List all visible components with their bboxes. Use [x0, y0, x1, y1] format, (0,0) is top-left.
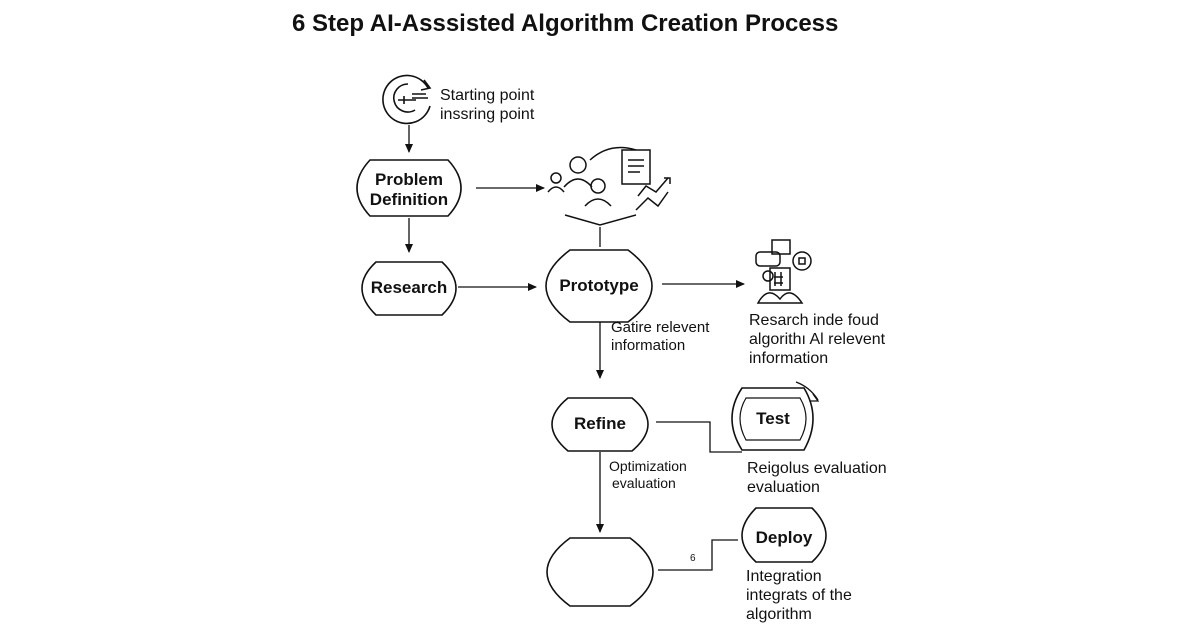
research-label: Research — [370, 278, 448, 297]
integration-note-line1: Integration — [746, 568, 822, 585]
deploy-node[interactable] — [741, 507, 827, 563]
gather-note-line2: information — [611, 337, 686, 354]
gather-note-line1: Gatire relevent — [611, 319, 710, 336]
problem-definition-node[interactable] — [356, 159, 462, 217]
trend-chart-icon — [635, 177, 671, 211]
research-found-note: Resarch inde foud algorithı Al relevent … — [749, 311, 885, 368]
rigorous-note-line1: Reigolus evaluation — [747, 460, 887, 477]
problem-label-line1: Problem — [374, 170, 444, 189]
rigorous-note-line2: evaluation — [747, 479, 820, 496]
optimization-note-line2: evaluation — [612, 475, 676, 491]
connector-blank-to-deploy — [658, 539, 738, 571]
optimization-note: Optimization evaluation — [609, 458, 687, 492]
research-note-line3: information — [749, 350, 829, 367]
start-label: Starting point inssring point — [440, 86, 534, 124]
rigorous-evaluation-note: Reigolus evaluation evaluation — [747, 459, 887, 497]
research-note-line2: algorithı Al relevent — [749, 331, 886, 348]
integration-note-line3: algorithm — [746, 606, 812, 623]
final-step-node[interactable] — [546, 537, 654, 607]
prototype-label: Prototype — [559, 276, 639, 295]
gather-info-note: Gatire relevent information — [611, 319, 709, 355]
test-node[interactable] — [731, 381, 820, 451]
start-label-line2: inssring point — [440, 106, 535, 123]
integration-note-line2: integrats of the — [746, 587, 852, 604]
research-note-line1: Resarch inde foud — [749, 312, 879, 329]
deploy-label: Deploy — [755, 528, 813, 547]
research-node[interactable] — [361, 261, 457, 316]
page-title: 6 Step AI-Asssisted Algorithm Creation P… — [292, 10, 839, 37]
start-label-line1: Starting point — [440, 87, 535, 104]
optimization-note-line1: Optimization — [609, 458, 687, 474]
integration-note: Integration integrats of the algorithm — [746, 567, 852, 624]
connector-refine-to-test — [656, 421, 742, 453]
step-number-label: 6 — [690, 553, 696, 564]
prototype-node[interactable] — [545, 249, 653, 323]
team-meeting-icon — [547, 146, 637, 226]
refine-label: Refine — [574, 414, 626, 433]
refine-node[interactable] — [551, 397, 649, 452]
person-computer-icon — [755, 239, 812, 304]
document-icon — [621, 149, 651, 185]
problem-label-line2: Definition — [369, 190, 449, 209]
test-label: Test — [756, 409, 790, 428]
problem-definition-label: Problem Definition — [354, 170, 464, 210]
cycle-icon — [382, 74, 432, 125]
